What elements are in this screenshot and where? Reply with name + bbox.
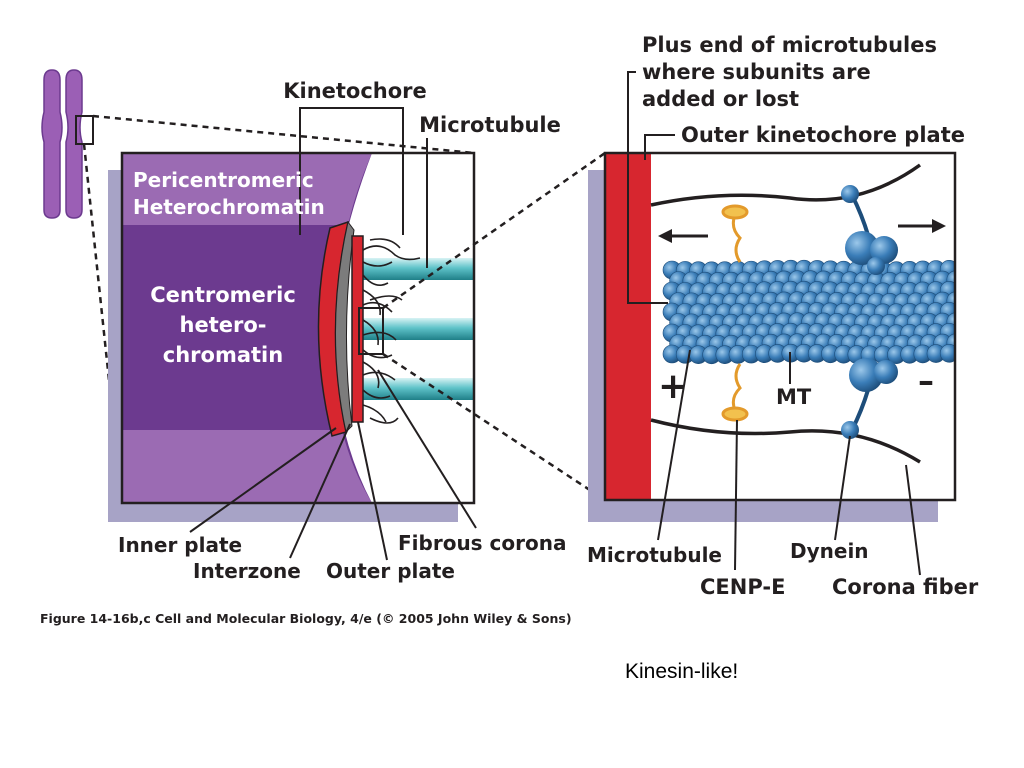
outer-plate-label: Outer plate [326, 559, 455, 583]
corona-fiber-label: Corona fiber [832, 575, 979, 599]
left-panel: Pericentromeric Heterochromatin Centrome… [108, 79, 566, 583]
chromatin-label: chromatin [163, 343, 283, 367]
cenp-e-linkers [721, 204, 749, 422]
pericentromeric-label: Pericentromeric [133, 168, 314, 192]
arrow-right-icon [898, 219, 946, 233]
zoom-line-lower [382, 352, 606, 502]
plus-end-label-line2: where subunits are [642, 60, 871, 84]
hetero-label: hetero- [180, 313, 267, 337]
chromosome-icon [41, 69, 94, 219]
corona-zoom-box [358, 307, 384, 355]
outer-kinetochore-plate-label: Outer kinetochore plate [681, 123, 965, 147]
zoom-line-top [92, 114, 475, 155]
kinesin-note: Kinesin-like! [625, 660, 738, 683]
plus-end-label-line1: Plus end of microtubules [642, 33, 937, 57]
interzone-label: Interzone [193, 559, 301, 583]
kinetochore-label: Kinetochore [283, 79, 427, 103]
inner-plate-label: Inner plate [118, 533, 242, 557]
outer-plate [351, 235, 364, 423]
centromeric-heterochromatin [122, 153, 372, 503]
centromeric-label: Centromeric [150, 283, 296, 307]
minus-end-sign: – [918, 362, 934, 400]
cenp-e-label: CENP-E [700, 575, 785, 599]
microtubule-cylinder [362, 378, 474, 400]
mt-label: MT [776, 385, 812, 409]
fibrous-corona-label: Fibrous corona [398, 531, 566, 555]
pericentromeric-heterochromatin [122, 153, 372, 225]
plus-end-label-line3: added or lost [642, 87, 799, 111]
tubulin-subunit [939, 343, 955, 363]
right-panel-border [603, 151, 957, 502]
right-leader-lines [657, 349, 921, 576]
fibrous-corona [362, 238, 421, 424]
dynein-top [841, 185, 898, 275]
right-panel: + – MT Plus end of microtubules where su… [587, 33, 979, 599]
left-leader-lines [189, 369, 477, 561]
interzone [334, 220, 355, 434]
figure-caption: Figure 14-16b,c Cell and Molecular Biolo… [40, 611, 572, 626]
corona-fiber-bottom [650, 418, 921, 464]
plus-end-leader [627, 71, 668, 304]
microtubule-cylinder [362, 318, 474, 340]
heterochromatin-label: Heterochromatin [133, 195, 325, 219]
kinetochore-bracket [299, 107, 404, 235]
outer-plate-leader [644, 134, 675, 160]
microtubule-lattice [662, 259, 955, 365]
microtubule-cylinder [362, 258, 474, 280]
dynein-label: Dynein [790, 539, 869, 563]
microtubule-bottom-label: Microtubule [587, 543, 722, 567]
zoom-line-upper [382, 151, 606, 310]
arrow-left-icon [658, 229, 708, 243]
left-panel-border [120, 151, 476, 505]
corona-fiber-top [650, 163, 922, 207]
lower-heterochromatin [122, 430, 372, 503]
microtubule-top-label: Microtubule [419, 113, 561, 137]
dynein-bottom [841, 358, 898, 439]
